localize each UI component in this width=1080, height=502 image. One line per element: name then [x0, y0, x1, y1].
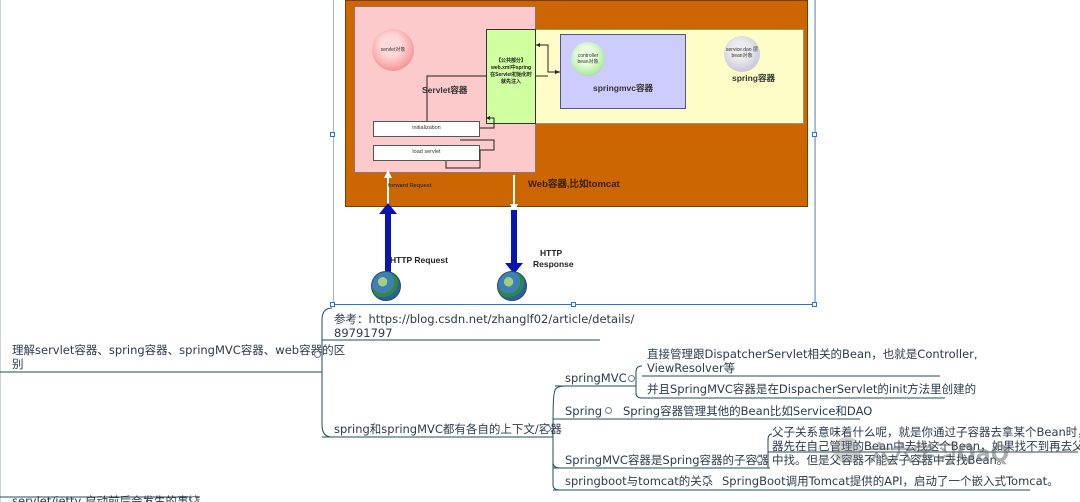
- controller-bean-label: controller bean对象: [577, 53, 599, 65]
- selection-border-left: [333, 0, 334, 305]
- context-node[interactable]: spring和springMVC都有各自的上下文/容器: [334, 422, 562, 436]
- springmvc-detail1-line1[interactable]: 直接管理跟DispatcherServlet相关的Bean，也就是Control…: [647, 347, 978, 361]
- resize-handle-right-mid[interactable]: [812, 132, 817, 137]
- diagram-image[interactable]: servlet对象 Servlet容器 【公共部分】web.xml中spring…: [333, 0, 815, 305]
- servlet-container-label: Servlet容器: [422, 85, 468, 95]
- resize-handle-bottom-right[interactable]: [812, 302, 817, 307]
- cutoff-node[interactable]: servlet/jetty 启动前后会发生的事情: [12, 494, 201, 502]
- root-node-line2[interactable]: 别: [12, 357, 24, 371]
- globe-response-icon: [497, 271, 527, 301]
- resize-handle-bottom-left[interactable]: [330, 302, 335, 307]
- spring-collapse-toggle[interactable]: [605, 407, 612, 414]
- reference-node-line2[interactable]: 89791797: [334, 326, 393, 340]
- springboot-detail[interactable]: SpringBoot调用Tomcat提供的API，启动了一个嵌入式Tomcat。: [722, 474, 1059, 488]
- root-collapse-toggle[interactable]: [314, 351, 321, 358]
- cutoff-collapse-toggle[interactable]: [190, 496, 197, 502]
- springboot-node[interactable]: springboot与tomcat的关系: [565, 474, 714, 488]
- servlet-object-circle: [372, 29, 414, 71]
- root-node-line1[interactable]: 理解servlet容器、spring容器、springMVC容器、web容器的区: [12, 343, 346, 357]
- controller-bean-circle: [571, 42, 605, 76]
- http-response-label-2: Response: [533, 259, 574, 269]
- servlet-object-label: servlet对象: [380, 47, 406, 53]
- child-detail-line2[interactable]: 器先在自己管理的Bean中去找这个Bean，如果找不到再去父容器: [772, 439, 1080, 453]
- context-collapse-toggle[interactable]: [544, 425, 551, 432]
- load-servlet-label: load servlet: [412, 149, 441, 155]
- watermark: 六六学习QaQ: [833, 434, 1048, 468]
- springboot-collapse-toggle[interactable]: [703, 477, 710, 484]
- watermark-logo-icon: [833, 437, 861, 463]
- service-dao-bean-label: service.dao 层bean对象: [726, 47, 758, 59]
- spring-container-label: spring容器: [732, 73, 775, 83]
- resize-handle-left-mid[interactable]: [330, 132, 335, 137]
- http-response-label-1: HTTP: [540, 248, 563, 258]
- shared-part-label: 【公共部分】web.xml中spring在Servlet初始化时就先注入: [490, 58, 532, 85]
- spring-detail[interactable]: Spring容器管理其他的Bean比如Service和DAO: [623, 404, 873, 418]
- springmvc-container-label: springmvc容器: [593, 83, 653, 93]
- springmvc-collapse-toggle[interactable]: [628, 375, 635, 382]
- selection-border-right: [815, 0, 816, 305]
- web-container-label: Web容器,比如tomcat: [528, 179, 620, 190]
- reference-node-line1[interactable]: 参考：https://blog.csdn.net/zhanglf02/artic…: [334, 312, 635, 326]
- springmvc-detail2[interactable]: 并且SpringMVC容器是在DispacherServlet的init方法里创…: [647, 382, 977, 396]
- canvas-left-edge: [0, 0, 1, 502]
- watermark-text: 六六学习QaQ: [869, 442, 1010, 467]
- spring-node[interactable]: Spring: [565, 404, 603, 418]
- child-container-collapse-toggle[interactable]: [756, 456, 763, 463]
- child-detail-line1[interactable]: 父子关系意味着什么呢，就是你通过子容器去拿某个Bean时，子容: [772, 425, 1080, 439]
- service-dao-bean-circle: [724, 36, 760, 72]
- globe-request-icon: [371, 271, 401, 301]
- http-request-label: HTTP Request: [390, 255, 448, 265]
- child-container-node[interactable]: SpringMVC容器是Spring容器的子容器: [565, 453, 769, 467]
- initialization-label: initialization: [412, 125, 441, 131]
- shared-part-box: [486, 29, 536, 124]
- initialization-box: [373, 121, 480, 137]
- diagram-connectors: [379, 43, 560, 274]
- forward-request-label: forward Request: [388, 183, 432, 189]
- resize-handle-bottom-mid[interactable]: [571, 302, 576, 307]
- springmvc-detail1-line2[interactable]: ViewResolver等: [647, 361, 736, 375]
- child-detail-line3[interactable]: 中找。但是父容器不能去子容器中去找Bean。: [772, 453, 1009, 467]
- springmvc-node[interactable]: springMVC: [565, 371, 627, 385]
